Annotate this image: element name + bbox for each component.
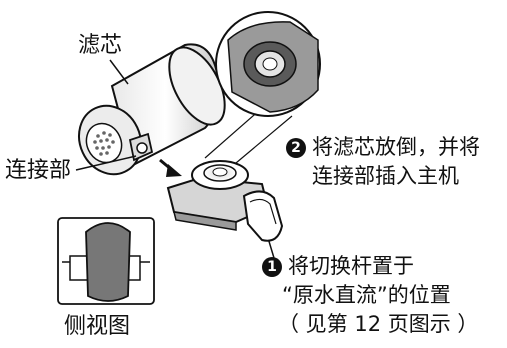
- filter-cartridge-label: 滤芯: [78, 33, 123, 58]
- cap-perforations: [93, 131, 115, 156]
- side-view-label: 侧视图: [64, 314, 131, 339]
- connector-label: 连接部: [5, 158, 72, 183]
- zoom-line-left: [204, 107, 263, 159]
- step2-line2: 连接部插入主机: [312, 164, 459, 188]
- insert-arrow: [159, 158, 182, 177]
- step1-number-badge: 1: [262, 257, 282, 277]
- step2-number-badge: 2: [286, 138, 306, 158]
- zoom-line-right: [235, 115, 293, 164]
- step1-line3: （ 见第 12 页图示 ）: [278, 312, 479, 336]
- leader-connector: [75, 155, 137, 171]
- main-unit: [166, 160, 284, 242]
- side-view-illustration: [57, 217, 155, 305]
- step1-line2: “原水直流”的位置: [282, 283, 451, 307]
- zoom-detail: [215, 11, 321, 117]
- leader-filter: [109, 59, 129, 85]
